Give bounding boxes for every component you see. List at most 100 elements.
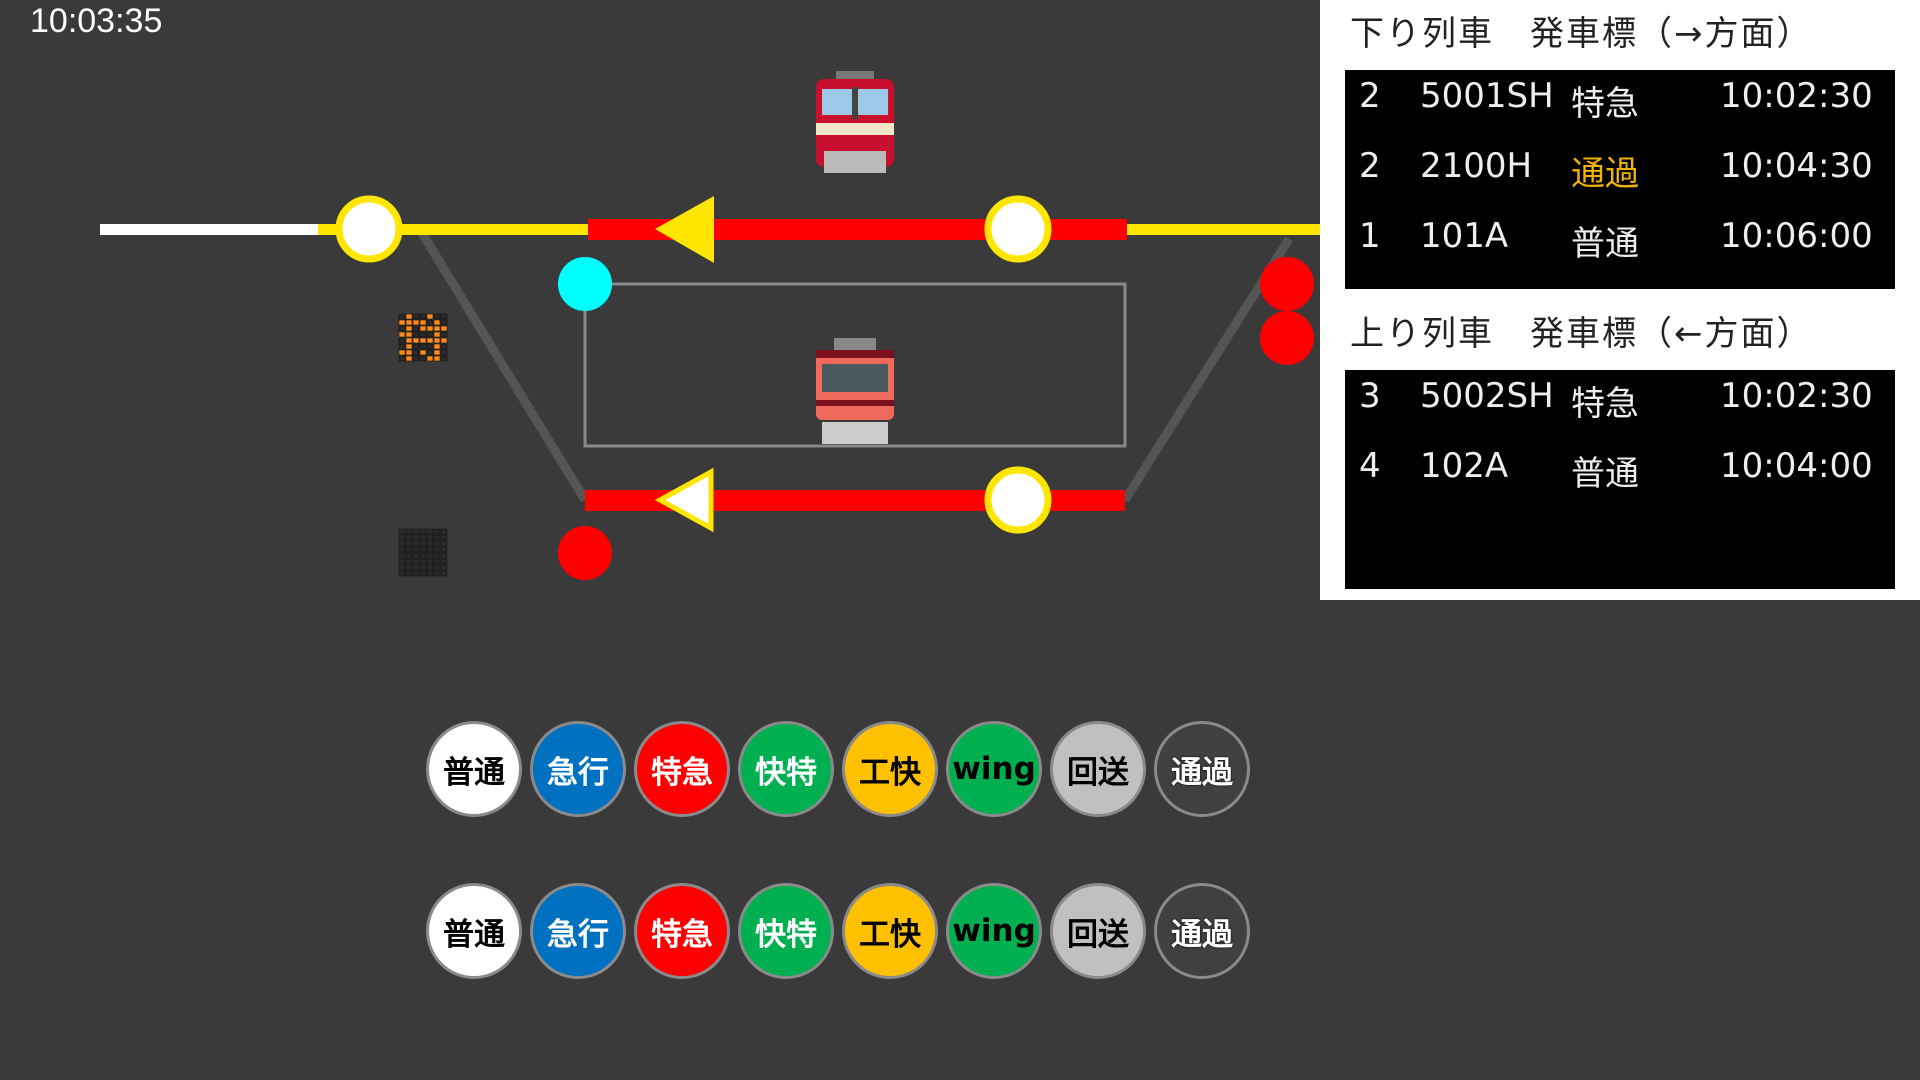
led-dot <box>398 331 406 338</box>
led-dot <box>433 325 441 332</box>
led-dot <box>433 546 441 553</box>
train-type-button[interactable]: 通過 <box>1154 721 1250 817</box>
signal-stop[interactable] <box>1260 311 1314 365</box>
led-dot <box>440 570 448 577</box>
led-dot <box>433 319 441 326</box>
train-type-button[interactable]: 通過 <box>1154 883 1250 979</box>
led-dot <box>405 534 413 541</box>
train-type: 普通 <box>1571 454 1639 494</box>
train-type-button[interactable]: 回送 <box>1050 721 1146 817</box>
direction-arrow-icon <box>655 196 714 263</box>
train-type-button[interactable]: 回送 <box>1050 883 1146 979</box>
led-dot <box>405 325 413 332</box>
led-dot <box>419 349 427 356</box>
track-segment-route[interactable] <box>1127 224 1320 235</box>
train-type-button[interactable]: 快特 <box>738 883 834 979</box>
led-dot <box>398 534 406 541</box>
crossover-left[interactable] <box>418 230 589 503</box>
led-dot <box>412 534 420 541</box>
led-dot <box>419 337 427 344</box>
train-type-button[interactable]: 普通 <box>426 721 522 817</box>
led-dot <box>426 540 434 547</box>
led-dot <box>440 534 448 541</box>
departure-time: 10:02:30 <box>1720 76 1873 116</box>
led-dot <box>433 349 441 356</box>
led-dot <box>440 552 448 559</box>
train-type: 特急 <box>1571 384 1639 424</box>
led-dot <box>426 570 434 577</box>
train-type-button[interactable]: 急行 <box>530 883 626 979</box>
point-switch-marker[interactable] <box>984 195 1052 263</box>
led-dot <box>433 331 441 338</box>
led-dot <box>412 546 420 553</box>
track-segment-route[interactable] <box>318 224 590 235</box>
led-dot <box>419 546 427 553</box>
led-dot <box>440 349 448 356</box>
train-type-button[interactable]: 特急 <box>634 721 730 817</box>
train-type-button[interactable]: 普通 <box>426 883 522 979</box>
led-dot <box>426 319 434 326</box>
led-dot <box>433 540 441 547</box>
led-dot <box>433 534 441 541</box>
led-dot <box>398 319 406 326</box>
led-dot <box>398 564 406 571</box>
led-dot <box>412 540 420 547</box>
signal-stop[interactable] <box>1260 257 1314 311</box>
track-number: 3 <box>1359 376 1381 416</box>
platform <box>583 282 1127 448</box>
point-switch-marker[interactable] <box>984 466 1052 534</box>
led-dot <box>426 349 434 356</box>
train-type-button[interactable]: 急行 <box>530 721 626 817</box>
led-dot <box>426 558 434 565</box>
led-dot <box>419 528 427 535</box>
train-icon[interactable] <box>816 338 894 444</box>
signal-proceed[interactable] <box>558 257 612 311</box>
train-type: 特急 <box>1571 84 1639 124</box>
led-dot <box>405 558 413 565</box>
led-dot <box>433 570 441 577</box>
led-dot <box>440 540 448 547</box>
led-dot <box>419 564 427 571</box>
train-type-button[interactable]: wing <box>946 883 1042 979</box>
led-dot <box>440 343 448 350</box>
led-dot <box>440 313 448 320</box>
track-number: 2 <box>1359 76 1381 116</box>
led-dot <box>433 528 441 535</box>
clock: 10:03:35 <box>30 2 163 40</box>
led-dot <box>426 355 434 362</box>
led-dot <box>419 319 427 326</box>
track-diagram <box>100 71 1320 580</box>
led-dot <box>405 337 413 344</box>
train-number: 2100H <box>1420 146 1533 186</box>
led-dot <box>405 313 413 320</box>
train-type-button[interactable]: 工快 <box>842 883 938 979</box>
led-dot <box>398 558 406 565</box>
train-type-button[interactable]: wing <box>946 721 1042 817</box>
led-dot <box>426 546 434 553</box>
led-dot <box>426 528 434 535</box>
led-dot <box>412 355 420 362</box>
led-dot <box>398 552 406 559</box>
led-dot <box>433 564 441 571</box>
train-type-button[interactable]: 工快 <box>842 721 938 817</box>
led-dot <box>412 564 420 571</box>
point-switch-marker[interactable] <box>335 195 403 263</box>
led-dot <box>440 331 448 338</box>
led-dot <box>412 343 420 350</box>
down-board-title: 下り列車 発車標（→方面） <box>1350 14 1813 54</box>
train-type-button[interactable]: 快特 <box>738 721 834 817</box>
track-segment-white[interactable] <box>100 224 320 235</box>
train-type-button[interactable]: 特急 <box>634 883 730 979</box>
train-icon[interactable] <box>816 71 894 173</box>
led-dot <box>419 552 427 559</box>
led-dot <box>433 337 441 344</box>
led-dot <box>405 552 413 559</box>
signal-stop[interactable] <box>558 526 612 580</box>
led-dot <box>440 355 448 362</box>
led-dot <box>398 546 406 553</box>
